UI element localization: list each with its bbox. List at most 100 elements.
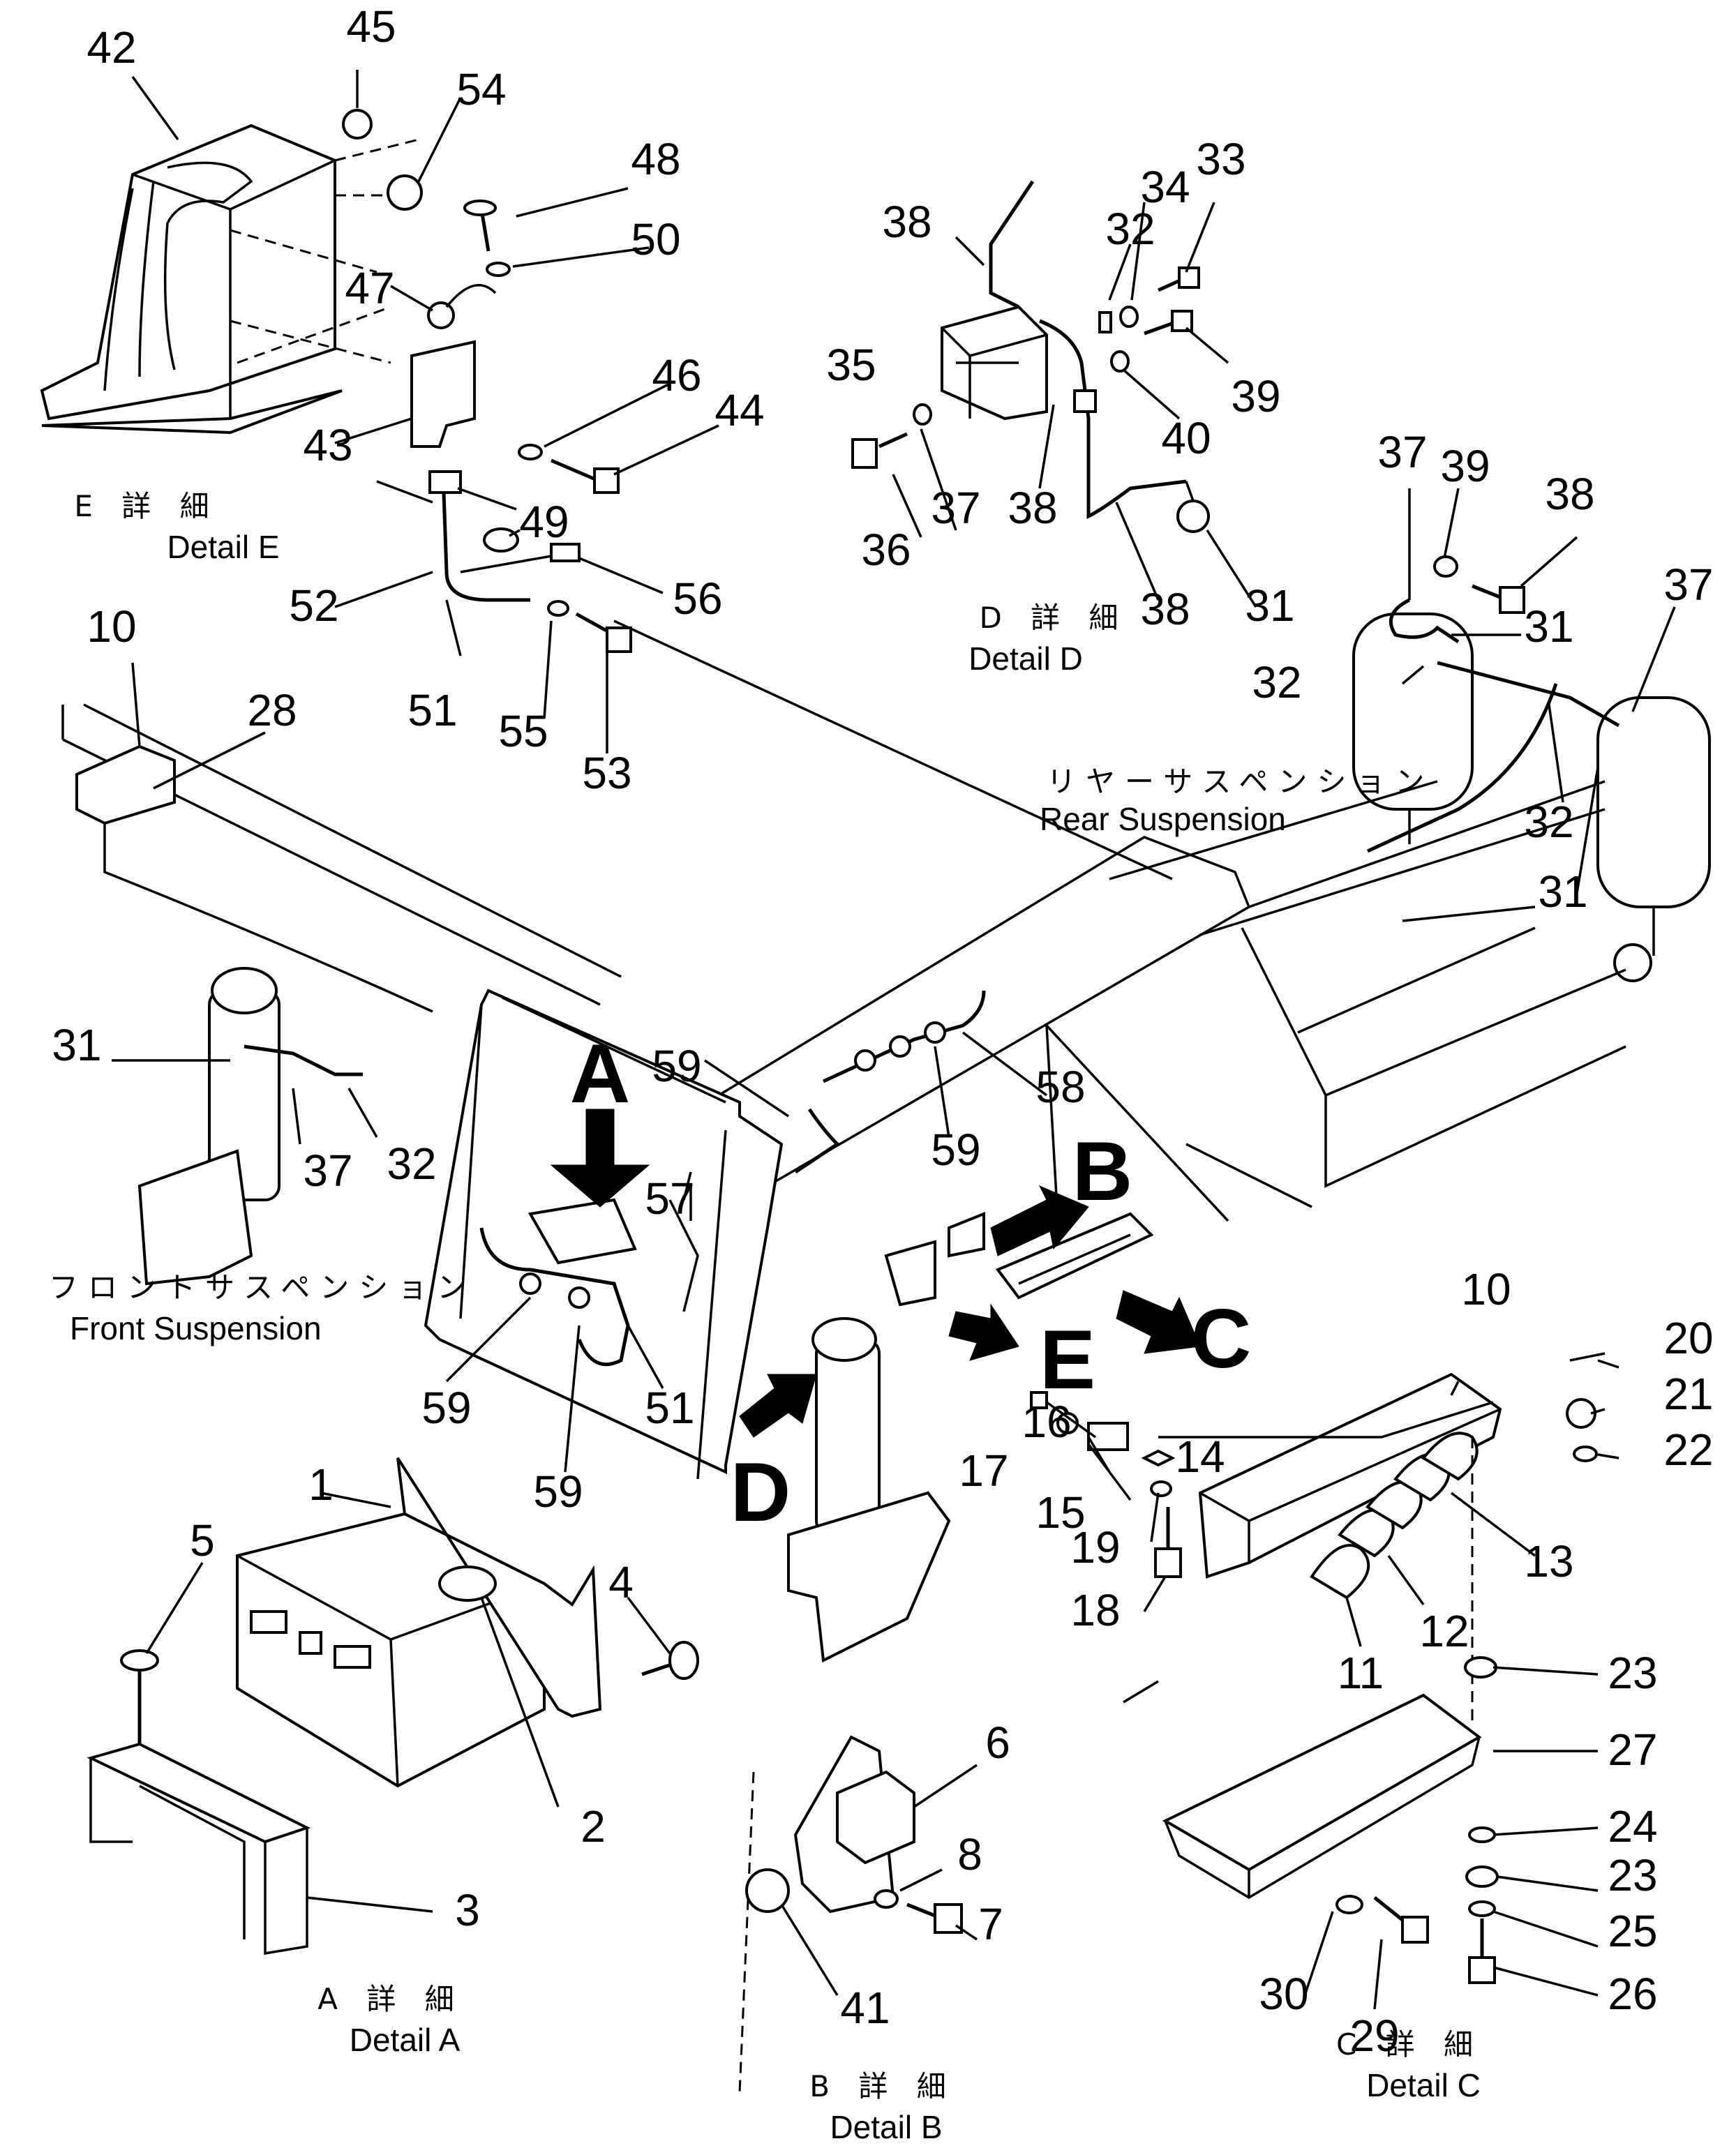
controller-mini (527, 1198, 637, 1265)
label-57: 57 (645, 1173, 694, 1224)
label-32-r1: 32 (1252, 657, 1301, 707)
arrow-b (990, 1185, 1089, 1256)
label-39-d: 39 (1231, 371, 1280, 421)
washer-8 (874, 1889, 899, 1909)
part-16 (1030, 1391, 1048, 1409)
label-38-d3: 38 (1140, 584, 1190, 634)
label-31-r1: 31 (1524, 601, 1573, 652)
label-35-d: 35 (826, 340, 876, 390)
frame-beam-center (718, 836, 1251, 1187)
caption-detail-e-jp: E 詳 細 (74, 489, 218, 523)
detail-a-leaders (145, 1492, 671, 1913)
bracket-3-top (87, 1742, 311, 1844)
caption-rear-susp: Rear Suspension (1040, 801, 1286, 837)
bolt-39-head (1171, 310, 1193, 332)
arrow-e (948, 1303, 1019, 1361)
box-b-frame (948, 1212, 985, 1258)
label-1: 1 (308, 1459, 334, 1510)
bolt-44-head (593, 467, 620, 494)
detail-e-group: E 詳 細 Detail E (40, 70, 719, 753)
rear-bolt-38-head (1499, 586, 1525, 614)
caption-detail-d-jp: D 詳 細 (979, 601, 1128, 635)
caption-front-susp: Front Suspension (70, 1310, 322, 1346)
bolt-18-head (1154, 1547, 1182, 1578)
front-cylinder-eye (211, 967, 278, 1014)
part-14 (1141, 1449, 1176, 1467)
caption-rear-susp-jp: リヤーサスペンション (1047, 765, 1434, 799)
harness-57 (668, 1171, 699, 1312)
front-cylinder-base (137, 1149, 253, 1286)
detail-letter-e: E (1040, 1313, 1095, 1406)
main-leaders (131, 662, 1048, 1473)
detail-e-dash-lines (230, 138, 419, 364)
washer-34 (1119, 306, 1139, 328)
cable-47 (445, 284, 497, 308)
washer-19 (1150, 1480, 1172, 1497)
washer-30 (1335, 1895, 1363, 1914)
relay-box-bc-row (1018, 1233, 1131, 1285)
label-24: 24 (1608, 1801, 1657, 1852)
label-10-left: 10 (87, 601, 136, 652)
label-22: 22 (1663, 1425, 1713, 1475)
clip-38 (1073, 389, 1097, 413)
label-38-d1: 38 (882, 197, 931, 247)
rear-mount-eye (1613, 943, 1652, 982)
caption-detail-c: Detail C (1366, 2067, 1481, 2103)
relay-6 (836, 1770, 915, 1865)
label-20: 20 (1663, 1313, 1713, 1363)
lamp-11 (1310, 1544, 1370, 1600)
label-45: 45 (346, 1, 396, 52)
bolt-7-head (934, 1903, 963, 1934)
switch-35-edges (941, 326, 1047, 419)
label-4: 4 (608, 1557, 634, 1607)
arrow-d (739, 1374, 817, 1438)
label-37-f: 37 (303, 1146, 352, 1196)
caption-detail-d: Detail D (968, 640, 1083, 677)
washer-22 (1573, 1446, 1598, 1462)
label-7: 7 (978, 1899, 1003, 1949)
clip-59-c (924, 1021, 946, 1044)
label-31-f: 31 (52, 1020, 101, 1070)
label-32-d: 32 (1105, 204, 1155, 254)
label-8: 8 (957, 1829, 982, 1879)
switch-plate-52 (428, 470, 462, 494)
connector-41 (745, 1868, 790, 1913)
caption-detail-c-jp: C 詳 細 (1336, 2027, 1483, 2062)
bracket-e-frame (884, 1240, 936, 1307)
wire-38-upper (989, 180, 1035, 309)
nut-54 (387, 174, 423, 211)
label-51-main: 51 (645, 1383, 694, 1433)
connector-2 (438, 1565, 497, 1602)
label-31-d: 31 (1245, 580, 1294, 631)
caption-detail-b-jp: B 詳 細 (809, 2069, 956, 2103)
bolt-5-head (120, 1649, 159, 1672)
detail-c-leaders (1045, 1359, 1619, 2010)
wire-38-lower (1039, 319, 1187, 520)
washer-24 (1468, 1826, 1496, 1843)
caption-detail-a-jp: A 詳 細 (317, 1982, 463, 2016)
label-55: 55 (498, 706, 548, 756)
clip-59-b (889, 1035, 911, 1058)
label-32-f: 32 (387, 1139, 436, 1189)
clip-59-a (854, 1049, 876, 1072)
label-31-r2: 31 (1538, 866, 1587, 917)
label-51-e: 51 (407, 685, 457, 735)
rear-wire-32 (1437, 661, 1620, 728)
label-59-b: 59 (931, 1125, 980, 1175)
detail-letters: A B C E D (570, 1027, 1252, 1539)
label-6: 6 (985, 1718, 1010, 1768)
washer-40 (1110, 350, 1130, 373)
label-38-d2: 38 (1008, 483, 1057, 533)
label-52: 52 (289, 580, 338, 631)
rear-suspension-group: リヤーサスペンション Rear Suspension (1040, 488, 1711, 982)
frame-rails-right (1109, 780, 1606, 936)
front-leaders (112, 1059, 378, 1145)
label-41: 41 (840, 1983, 890, 2033)
label-40-d: 40 (1161, 413, 1211, 463)
rod-51 (442, 492, 530, 602)
rear-cylinder-right (1596, 696, 1711, 908)
detail-letter-d: D (731, 1446, 791, 1539)
label-13: 13 (1524, 1536, 1573, 1586)
